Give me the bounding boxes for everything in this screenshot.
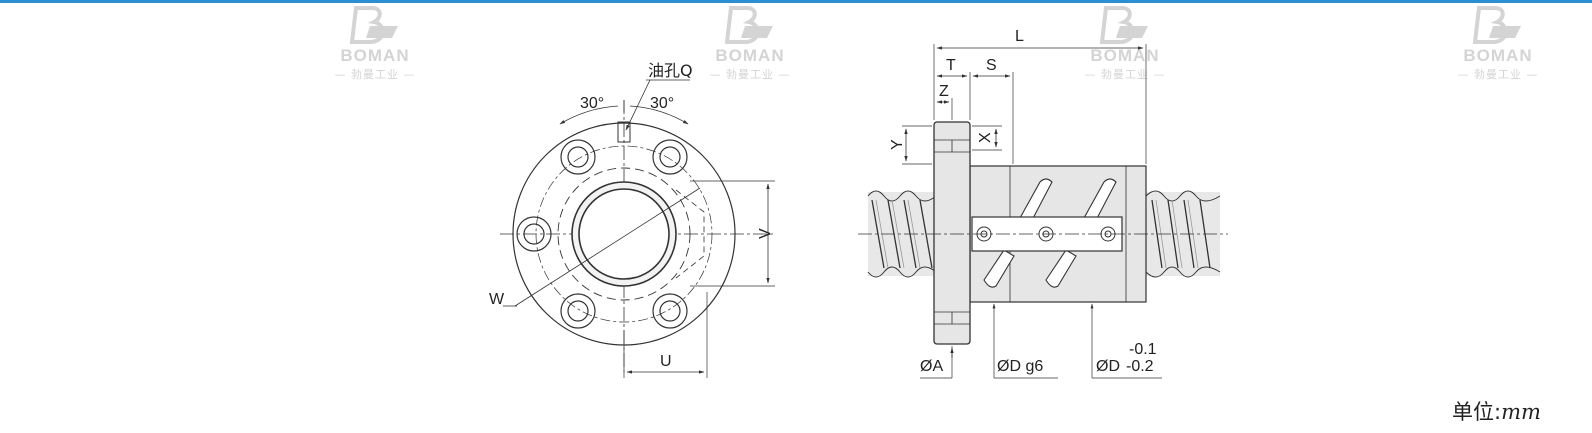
bolt-hole (652, 139, 688, 175)
l-label: L (1015, 28, 1024, 45)
y-label: Y (889, 139, 906, 150)
w-leader (514, 187, 701, 307)
watermark-brand: BOMAN (1090, 46, 1160, 65)
boman-logo-icon (724, 6, 773, 44)
watermark-3: BOMAN — 勃曼工业 — (1070, 2, 1180, 82)
t-label: T (946, 57, 956, 74)
unit-value: mm (1501, 400, 1541, 424)
bolt-hole (560, 139, 596, 175)
watermark-brand: BOMAN (340, 46, 410, 65)
d-label: ØD (1096, 358, 1120, 375)
z-label: Z (939, 83, 949, 100)
bolt-hole (652, 293, 688, 329)
u-label: U (660, 353, 672, 370)
watermark-1: BOMAN — 勃曼工业 — (320, 2, 430, 82)
oil-hole (617, 121, 631, 143)
watermark-sub: — 勃曼工业 — (1457, 68, 1539, 81)
flange (933, 121, 971, 345)
v-label: V (757, 228, 774, 239)
screw-shaft-left (867, 190, 937, 278)
watermark-brand: BOMAN (1463, 46, 1533, 65)
tol-lower: -0.2 (1126, 358, 1154, 375)
angle-left-label: 30° (580, 95, 604, 112)
bore-inner-circle (578, 188, 670, 280)
boman-logo-icon (1472, 6, 1521, 44)
oil-hole-leader (625, 79, 651, 131)
dg6-label: ØD g6 (997, 358, 1043, 375)
return-tube (983, 178, 1117, 288)
boman-logo-icon (349, 6, 398, 44)
watermark-sub: — 勃曼工业 — (1084, 68, 1166, 81)
w-label: W (489, 291, 505, 308)
s-label: S (986, 57, 997, 74)
angle-arc-right (629, 105, 689, 125)
watermark-brand: BOMAN (715, 46, 785, 65)
watermark-sub: — 勃曼工业 — (709, 68, 791, 81)
a-label: ØA (920, 358, 943, 375)
angle-arc-left (559, 105, 619, 125)
watermark-2: BOMAN — 勃曼工业 — (695, 2, 805, 82)
side-view (858, 44, 1228, 379)
watermark-4: BOMAN — 勃曼工业 — (1443, 2, 1553, 82)
bolt-pitch-circle (535, 145, 713, 323)
x-label: X (977, 132, 994, 143)
watermark-sub: — 勃曼工业 — (334, 68, 416, 81)
unit-prefix: 单位: (1452, 400, 1502, 424)
boman-logo-icon (1099, 6, 1148, 44)
top-accent-line (0, 0, 1592, 3)
angle-right-label: 30° (650, 95, 674, 112)
oil-hole-label: 油孔Q (648, 61, 693, 80)
front-view (500, 79, 775, 378)
unit-label: 单位:mm (1452, 396, 1541, 426)
nut-body-hidden-circle (557, 167, 691, 301)
tol-upper: -0.1 (1129, 341, 1157, 358)
bolt-hole (560, 293, 596, 329)
bolt-hole (516, 216, 552, 252)
